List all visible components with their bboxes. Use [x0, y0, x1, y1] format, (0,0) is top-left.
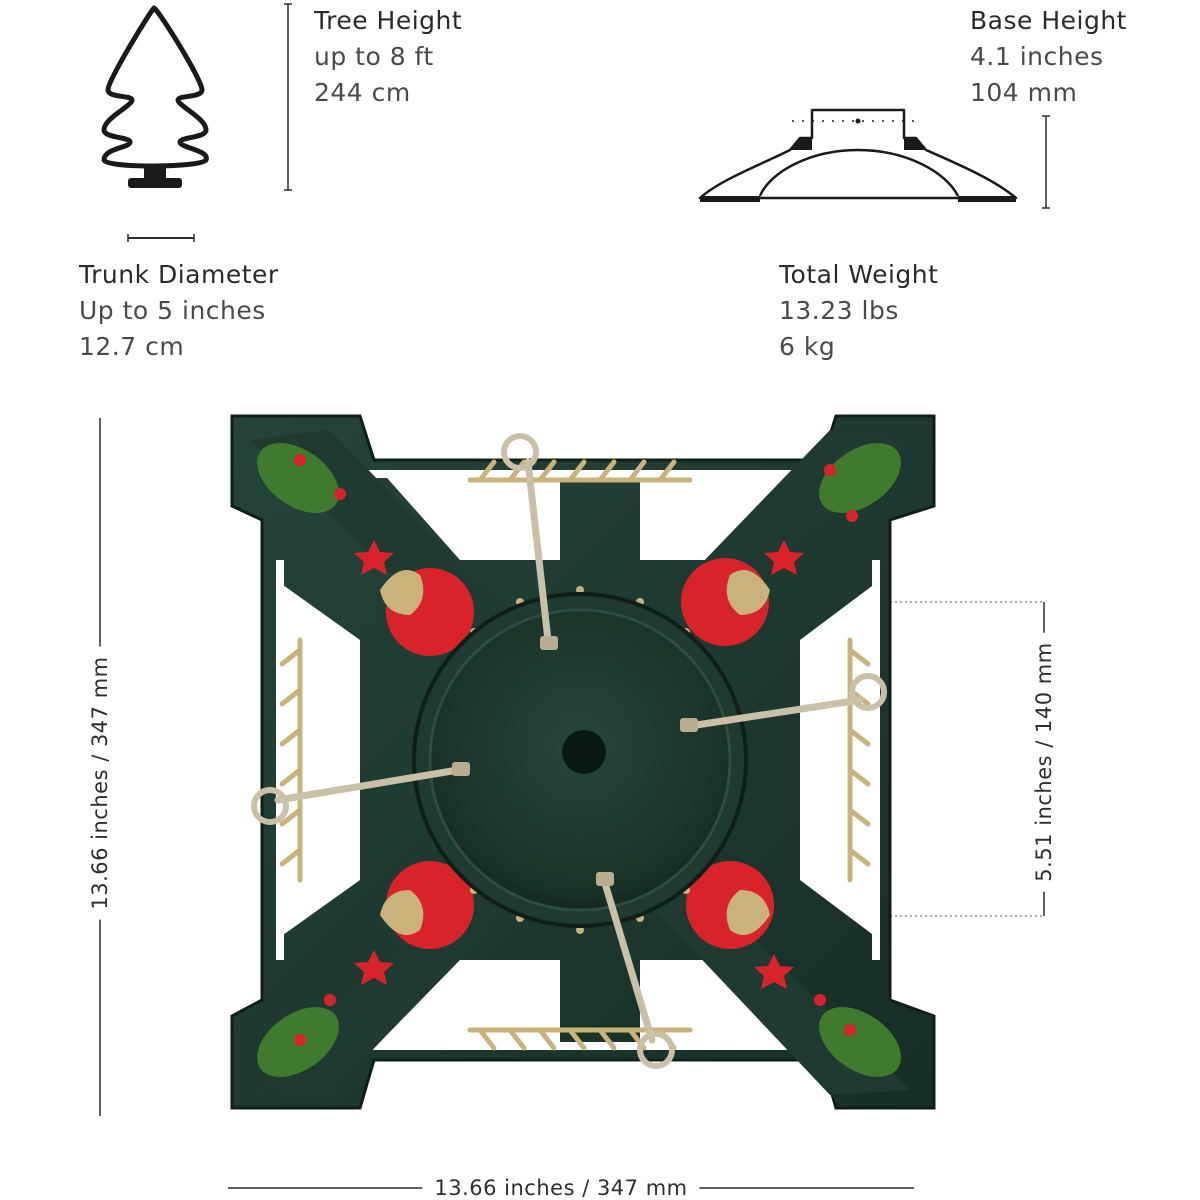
- stand-profile-icon: [698, 108, 1018, 202]
- overall-height-label: 13.66 inches / 347 mm: [88, 646, 112, 920]
- base-height-title: Base Height: [970, 6, 1127, 35]
- base-height-dimension-line: [1042, 115, 1050, 209]
- base-height-spec: Base Height 4.1 inches 104 mm: [970, 3, 1127, 111]
- tree-height-imperial: up to 8 ft: [314, 42, 434, 71]
- tree-height-spec: Tree Height up to 8 ft 244 cm: [314, 3, 462, 111]
- trunk-diameter-dimension-line: [127, 234, 195, 242]
- trunk-diameter-metric: 12.7 cm: [79, 332, 185, 361]
- total-weight-spec: Total Weight 13.23 lbs 6 kg: [779, 257, 938, 365]
- total-weight-title: Total Weight: [779, 260, 939, 289]
- tree-height-dimension-line: [284, 3, 292, 191]
- bowl-diameter-label: 5.51 inches / 140 mm: [1032, 632, 1056, 892]
- overall-width-label: 13.66 inches / 347 mm: [422, 1176, 700, 1200]
- trunk-diameter-imperial: Up to 5 inches: [79, 296, 266, 325]
- base-height-imperial: 4.1 inches: [970, 42, 1104, 71]
- tree-height-title: Tree Height: [314, 6, 463, 35]
- trunk-diameter-spec: Trunk Diameter Up to 5 inches 12.7 cm: [79, 257, 279, 365]
- tree-height-metric: 244 cm: [314, 78, 411, 107]
- trunk-diameter-title: Trunk Diameter: [79, 260, 279, 289]
- tree-stand-photo: [230, 414, 936, 1110]
- total-weight-imperial: 13.23 lbs: [779, 296, 899, 325]
- total-weight-metric: 6 kg: [779, 332, 836, 361]
- tree-outline-icon: [101, 5, 209, 188]
- base-height-metric: 104 mm: [970, 78, 1078, 107]
